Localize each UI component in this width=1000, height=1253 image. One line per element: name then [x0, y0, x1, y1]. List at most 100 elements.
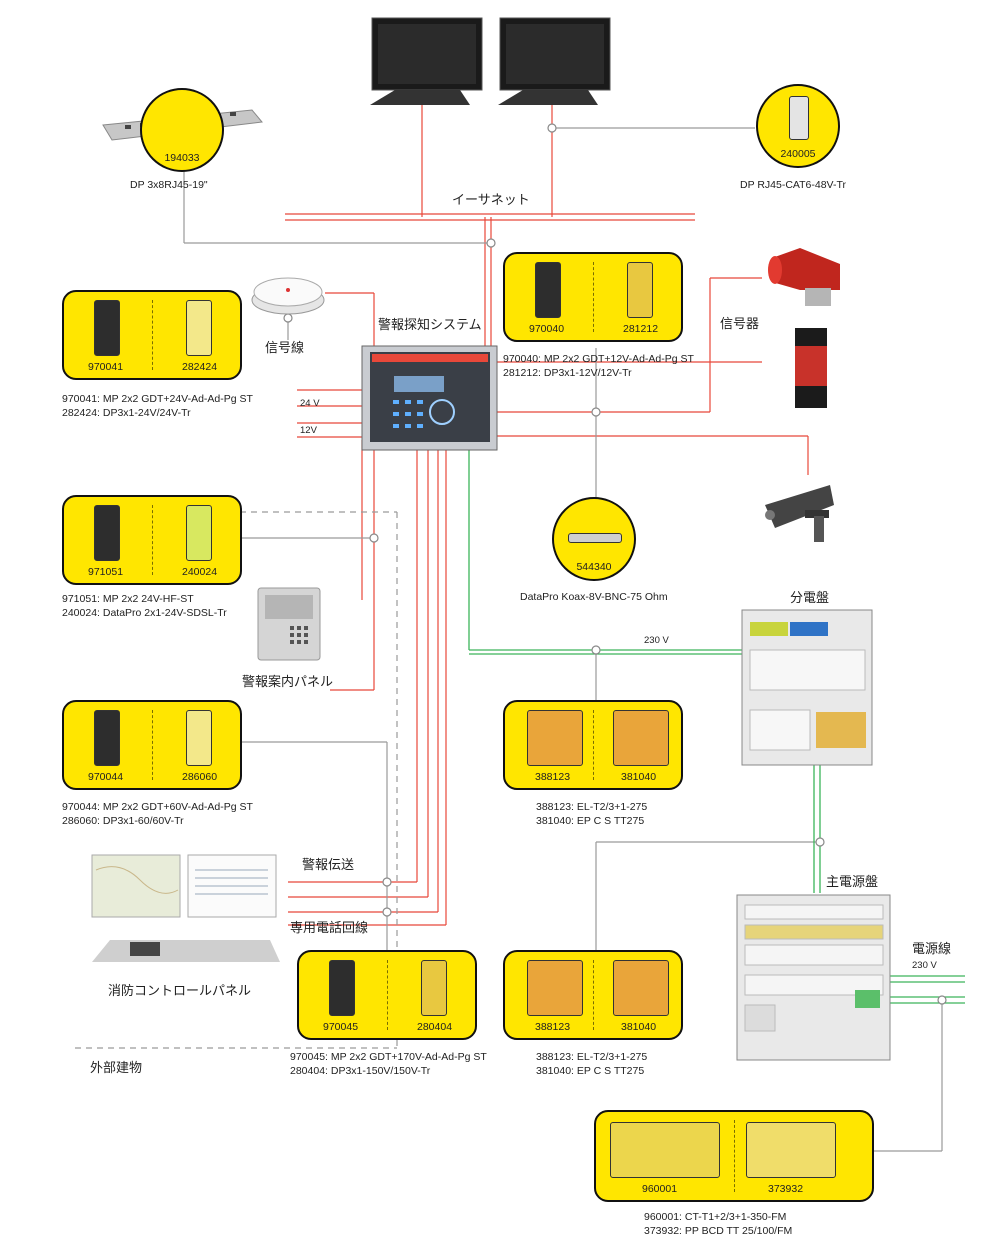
monitor-right-icon: [498, 17, 611, 105]
surge-module-icon: [94, 300, 120, 356]
surge-module-icon: [421, 960, 447, 1016]
product-desc: 281212: DP3x1-12V/12V-Tr: [503, 367, 632, 379]
product-code-left: 960001: [642, 1183, 678, 1195]
product-desc: 970041: MP 2x2 GDT+24V-Ad-Ad-Pg ST: [62, 393, 253, 405]
product-desc: 381040: EP C S TT275: [536, 815, 645, 827]
alarm-guide-panel-label: 警報案内パネル: [242, 674, 334, 689]
external-building-boundary: [75, 511, 398, 1049]
product-desc: 282424: DP3x1-24V/24V-Tr: [62, 407, 191, 419]
product-code-right: 281212: [623, 323, 659, 335]
product-code-right: 373932: [768, 1183, 804, 1195]
product-code-left: 970045: [323, 1021, 359, 1033]
surge-module-icon: [94, 505, 120, 561]
dedicated-phone-line-label: 専用電話回線: [290, 920, 369, 935]
alarm-transmission-label: 警報伝送: [302, 857, 355, 872]
product-code-left: 970044: [88, 771, 124, 783]
surge-module-icon: [535, 262, 561, 318]
ethernet-label: イーサネット: [452, 192, 530, 207]
product-desc: 280404: DP3x1-150V/150V-Tr: [290, 1065, 431, 1077]
surge-module-icon: [627, 262, 653, 318]
product-caption-240005: DP RJ45-CAT6-48V-Tr: [740, 179, 846, 191]
box-divider: [593, 262, 594, 332]
product-desc: 381040: EP C S TT275: [536, 1065, 645, 1077]
product-desc: 373932: PP BCD TT 25/100/FM: [644, 1225, 793, 1237]
product-desc: 388123: EL-T2/3+1-275: [536, 801, 648, 813]
ethernet-bus: [285, 213, 695, 221]
product-code-right: 381040: [621, 1021, 657, 1033]
product-desc: 960001: CT-T1+2/3+1-350-FM: [644, 1211, 787, 1223]
product-box-6: 970045 280404: [297, 950, 477, 1040]
product-box-4: 970044 286060: [62, 700, 242, 790]
product-desc: 971051: MP 2x2 24V-HF-ST: [62, 593, 194, 605]
power-lines: [468, 450, 965, 1004]
power-surge-module-icon: [613, 710, 669, 766]
power-surge-module-icon: [613, 960, 669, 1016]
product-box-5: 388123 381040: [503, 700, 683, 790]
product-box-3: 971051 240024: [62, 495, 242, 585]
product-caption-194033: DP 3x8RJ45-19": [130, 179, 208, 191]
product-box-8: 960001 373932: [594, 1110, 874, 1202]
voltage-24v-label: 24 V: [300, 398, 320, 409]
distribution-board-label: 分電盤: [790, 590, 830, 605]
product-desc: 970044: MP 2x2 GDT+60V-Ad-Ad-Pg ST: [62, 801, 253, 813]
product-caption-544340: DataPro Koax-8V-BNC-75 Ohm: [520, 591, 668, 603]
surge-module-icon: [186, 710, 212, 766]
box-divider: [593, 710, 594, 780]
alarm-control-panel-icon: [361, 345, 498, 451]
voltage-230v-label: 230 V: [912, 960, 937, 971]
monitor-left-icon: [370, 17, 483, 105]
product-desc: 286060: DP3x1-60/60V-Tr: [62, 815, 184, 827]
power-surge-module-icon: [527, 960, 583, 1016]
product-code-right: 286060: [182, 771, 218, 783]
product-box-2: 970040 281212: [503, 252, 683, 342]
coax-protector-icon: [568, 533, 622, 543]
product-code: 240005: [780, 148, 816, 160]
cctv-camera-icon: [765, 485, 834, 542]
main-board-label: 主電源盤: [826, 874, 879, 889]
product-desc: 240024: DataPro 2x1-24V-SDSL-Tr: [62, 607, 227, 619]
power-surge-module-icon: [527, 710, 583, 766]
box-divider: [734, 1120, 735, 1192]
box-divider: [152, 710, 153, 780]
alarm-guide-panel-icon: [257, 587, 321, 661]
box-divider: [593, 960, 594, 1030]
product-code-left: 971051: [88, 566, 124, 578]
product-code-left: 970040: [529, 323, 565, 335]
product-code: 194033: [164, 152, 200, 164]
fire-panel-label: 消防コントロールパネル: [108, 983, 252, 998]
box-divider: [152, 300, 153, 370]
product-code: 544340: [576, 561, 612, 573]
product-circle-240005: 240005: [756, 84, 840, 168]
surge-module-icon: [94, 710, 120, 766]
power-line-label: 電源線: [912, 941, 952, 956]
external-building-label: 外部建物: [90, 1060, 143, 1075]
smoke-detector-icon: [251, 277, 325, 315]
product-circle-544340: 544340: [552, 497, 636, 581]
product-code-right: 240024: [182, 566, 218, 578]
voltage-230v-label: 230 V: [644, 635, 669, 646]
connection-points: [283, 123, 947, 1005]
surge-module-icon: [186, 505, 212, 561]
siren-icon: [768, 248, 840, 306]
surge-module-icon: [186, 300, 212, 356]
product-box-7: 388123 381040: [503, 950, 683, 1040]
product-code-left: 388123: [535, 1021, 571, 1033]
product-code-right: 381040: [621, 771, 657, 783]
gateway-module-icon: [789, 96, 809, 140]
main-power-board-icon: [736, 894, 891, 1061]
data-lines: [183, 127, 943, 1152]
lightning-arrester-module-icon: [746, 1122, 836, 1178]
distribution-board-icon: [741, 609, 873, 766]
product-desc: 970045: MP 2x2 GDT+170V-Ad-Ad-Pg ST: [290, 1051, 487, 1063]
product-desc: 970040: MP 2x2 GDT+12V-Ad-Ad-Pg ST: [503, 353, 694, 365]
product-box-1: 970041 282424: [62, 290, 242, 380]
surge-module-icon: [329, 960, 355, 1016]
product-code-right: 280404: [417, 1021, 453, 1033]
product-desc: 388123: EL-T2/3+1-275: [536, 1051, 648, 1063]
signal-light-icon: [795, 328, 827, 408]
voltage-12v-label: 12V: [300, 425, 317, 436]
alarm-system-label: 警報探知システム: [378, 317, 482, 332]
signaling-label: 信号器: [720, 316, 760, 331]
box-divider: [387, 960, 388, 1030]
product-code-left: 388123: [535, 771, 571, 783]
